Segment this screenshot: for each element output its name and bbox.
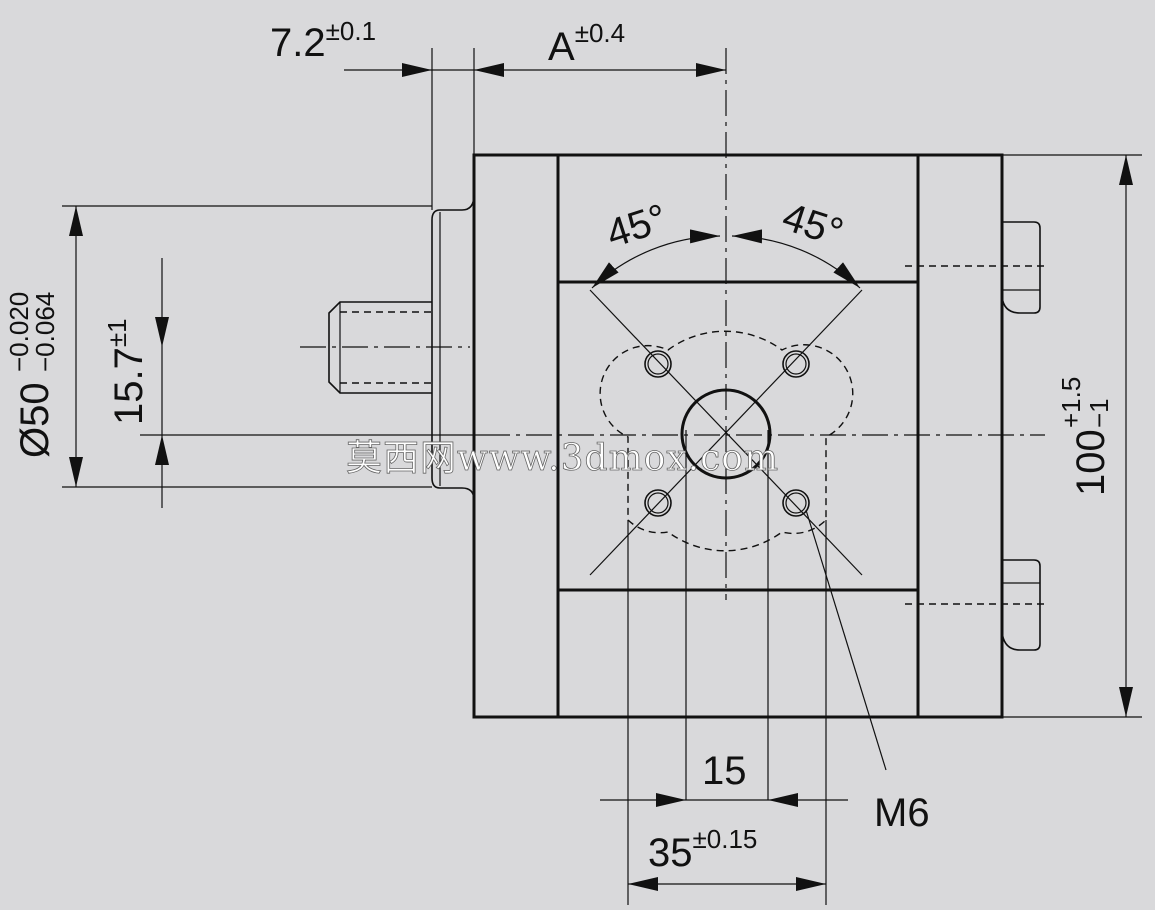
bolt-spacing-outer-label: 35±0.15 <box>648 824 757 875</box>
bolt-hole-top-right <box>782 350 810 378</box>
pilot-diameter-label: Ø50 −0.020 −0.064 <box>4 292 60 458</box>
watermark: 莫西网www.3dmox.com <box>346 438 779 479</box>
svg-text:−0.064: −0.064 <box>30 292 60 372</box>
pump-body <box>472 153 1004 719</box>
svg-text:+1.5: +1.5 <box>1056 377 1086 428</box>
svg-text:−1: −1 <box>1084 398 1114 428</box>
bolt-hole-bottom-left <box>644 489 672 517</box>
bolt-hole-bottom-right <box>782 489 810 517</box>
height-label: 100 +1.5 −1 <box>1056 377 1114 496</box>
bolt-hole-top-left <box>644 350 672 378</box>
bolt-spacing-inner-label: 15 <box>702 749 747 793</box>
rear-cover-tabs <box>905 221 1045 651</box>
svg-text:100: 100 <box>1069 429 1113 496</box>
thread-label: M6 <box>874 791 930 835</box>
shaft-offset-label: 15.7±1 <box>102 318 151 425</box>
svg-text:Ø50: Ø50 <box>13 382 57 458</box>
mounting-flange <box>431 194 475 501</box>
flange-thickness-label: 7.2±0.1 <box>270 16 376 65</box>
centerlines <box>300 48 1045 600</box>
dimension-lines <box>69 63 1133 891</box>
extension-lines <box>62 48 1142 905</box>
port-offset-label: A±0.4 <box>548 18 625 69</box>
angle-right-label: 45° <box>777 195 848 256</box>
svg-text:−0.020: −0.020 <box>4 292 34 372</box>
svg-text:15.7±1: 15.7±1 <box>102 318 151 425</box>
drive-shaft <box>328 301 432 394</box>
angle-left-label: 45° <box>601 196 672 257</box>
